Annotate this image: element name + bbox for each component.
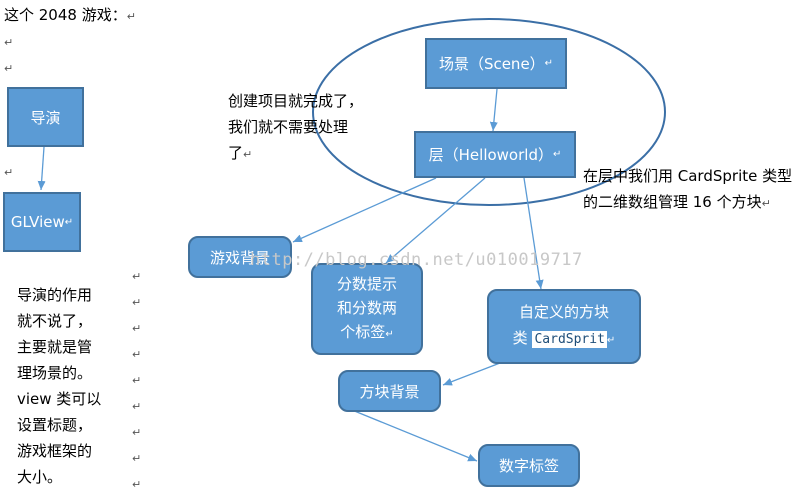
return-mark: ↵ — [132, 478, 142, 491]
return-mark: ↵ — [132, 322, 142, 335]
score-labels-box: 分数提示 和分数两 个标签↵ — [311, 263, 423, 355]
note-line: 创建项目就完成了， — [228, 92, 364, 110]
layer-note: 在层中我们用 CardSprite 类型 的二维数组管理 16 个方块↵ — [583, 163, 792, 217]
scene-ellipse — [312, 18, 666, 206]
note-line: 主要就是管 — [17, 338, 93, 356]
arrow-layer-custom — [523, 177, 544, 290]
note-line: 导演的作用 — [17, 286, 93, 304]
arrow-custom-cardbg — [442, 362, 501, 386]
page-title: 这个 2048 游戏：↵ — [4, 6, 136, 24]
number-label-box: 数字标签 — [478, 444, 580, 487]
card-sprite-code: CardSprit — [532, 331, 607, 348]
card-sprite-box: 自定义的方块 类 CardSprit↵ — [487, 289, 641, 364]
return-mark: ↵ — [4, 166, 14, 179]
director-box: 导演 — [7, 87, 84, 147]
return-mark: ↵ — [132, 348, 142, 361]
scene-box: 场景（Scene）↵ — [425, 38, 567, 89]
layer-box: 层（Helloworld）↵ — [414, 131, 576, 178]
return-mark: ↵ — [132, 374, 142, 387]
return-mark: ↵ — [132, 400, 142, 413]
note-line: 的二维数组管理 16 个方块↵ — [583, 193, 771, 211]
note-line: 我们就不需要处理 — [228, 118, 349, 136]
note-line: 了↵ — [228, 144, 253, 162]
return-mark: ↵ — [4, 36, 14, 49]
return-mark: ↵ — [132, 426, 142, 439]
center-note: 创建项目就完成了， 我们就不需要处理 了↵ — [228, 88, 363, 168]
card-background-box: 方块背景 — [338, 370, 441, 412]
return-mark: ↵ — [4, 62, 14, 75]
arrow-director-glview — [37, 146, 46, 191]
note-line: 就不说了， — [17, 312, 93, 330]
arrow-layer-score — [385, 177, 486, 264]
glview-box: GLView↵ — [3, 192, 81, 252]
note-line: 大小。 — [17, 468, 63, 486]
arrow-scene-layer — [489, 88, 498, 132]
game-background-box: 游戏背景 — [188, 236, 292, 278]
return-mark: ↵ — [132, 452, 142, 465]
note-line: 在层中我们用 CardSprite 类型 — [583, 167, 793, 185]
note-line: view 类可以 — [17, 390, 102, 408]
arrow-cardbg-number — [351, 409, 478, 462]
arrow-layer-bg — [292, 177, 437, 243]
note-line: 游戏框架的 — [17, 442, 93, 460]
note-line: 理场景的。 — [17, 364, 93, 382]
watermark: http://blog.csdn.net/u010019717 — [250, 250, 583, 270]
note-line: 设置标题， — [17, 416, 93, 434]
return-mark: ↵ — [132, 270, 142, 283]
director-note: 导演的作用 就不说了， 主要就是管 理场景的。 view 类可以 设置标题， 游… — [17, 282, 101, 490]
return-mark: ↵ — [132, 296, 142, 309]
